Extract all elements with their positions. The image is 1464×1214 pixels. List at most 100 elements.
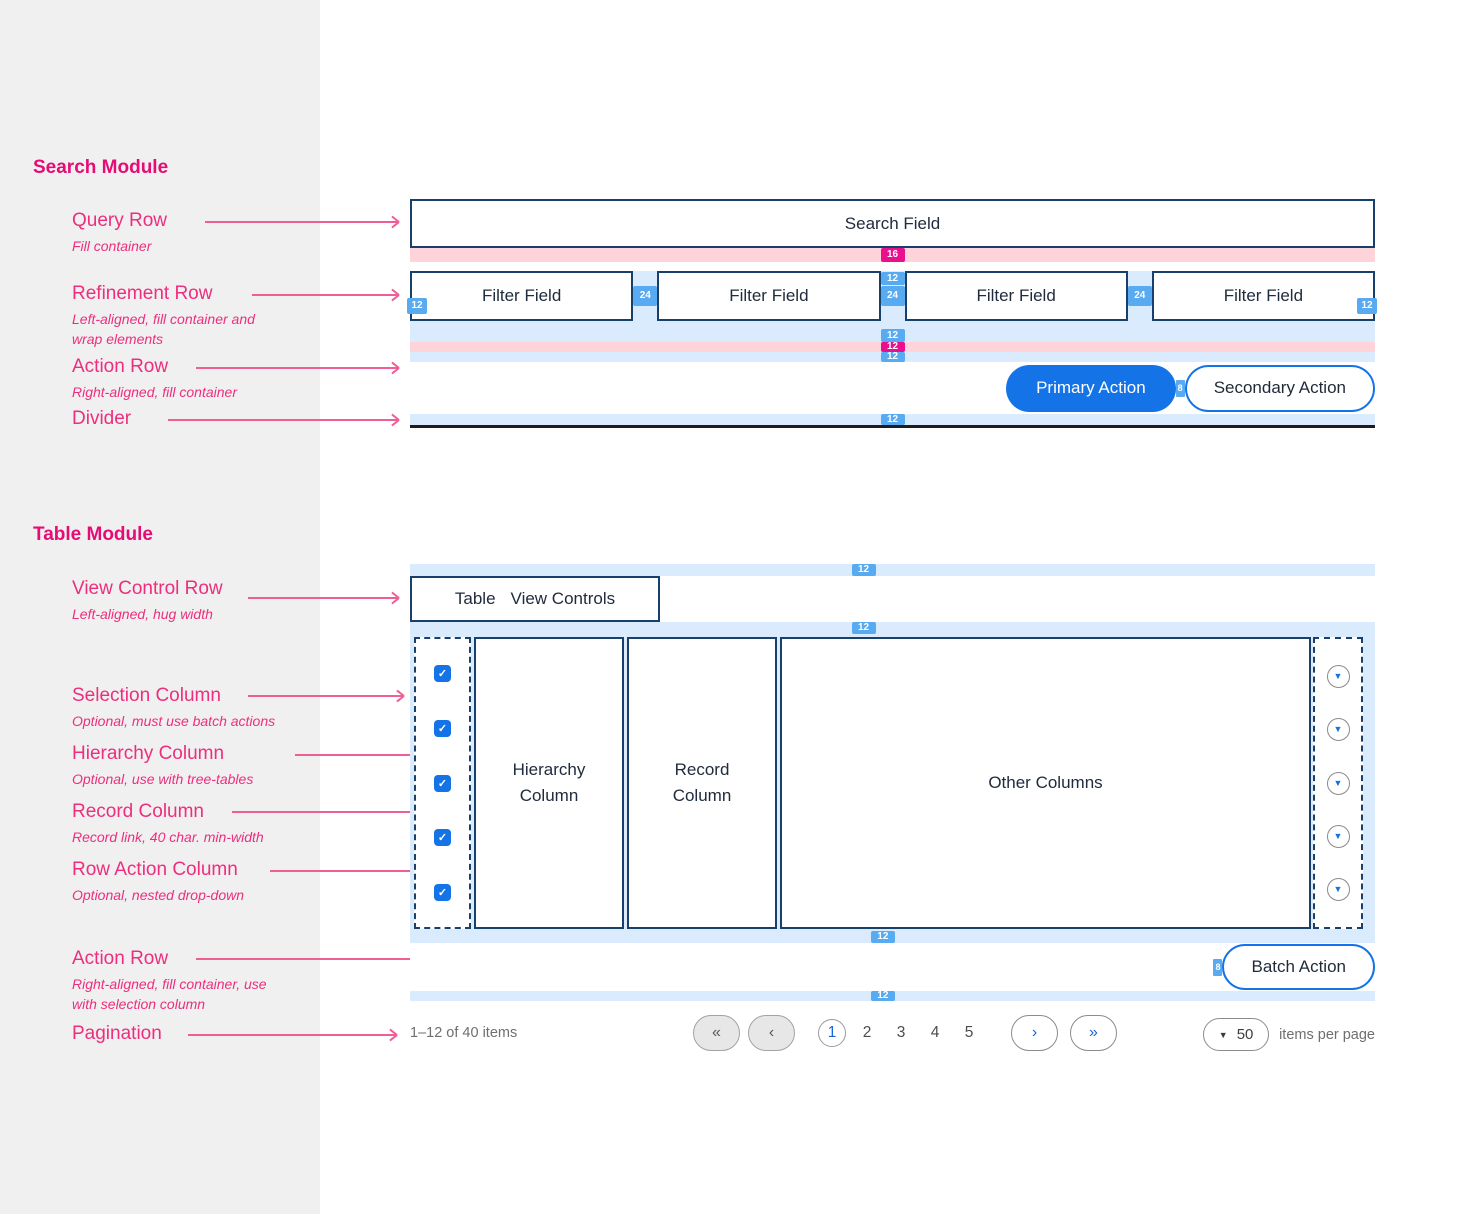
label-divider: Divider — [72, 408, 132, 429]
label-record-column: Record Column — [72, 801, 204, 822]
check-icon: ✓ — [437, 722, 448, 735]
spacing-badge-12: 12 — [870, 991, 895, 1001]
note-refinement-row: Left-aligned, fill container and wrap el… — [72, 311, 255, 348]
padding-band: 12 — [410, 931, 1375, 943]
search-module-heading: Search Module — [33, 157, 169, 178]
spacing-badge-24: 24 — [880, 286, 905, 306]
label-refinement-row: Refinement Row — [72, 283, 213, 304]
row-checkbox[interactable]: ✓ — [434, 665, 451, 682]
row-action-button[interactable]: ▼ — [1326, 771, 1350, 795]
double-chevron-left-icon: « — [712, 1024, 721, 1041]
spacing-badge-12: 12 — [880, 414, 905, 425]
label-pagination: Pagination — [72, 1023, 162, 1044]
spacing-badge-12: 12 — [880, 342, 905, 352]
annotation-arrow-action-row-search — [196, 367, 398, 369]
filter-field-2[interactable]: Filter Field — [657, 271, 881, 321]
spacing-badge-12: 12 — [407, 298, 427, 314]
note-query-row: Fill container — [72, 238, 152, 254]
filter-field-4[interactable]: Filter Field — [1151, 271, 1375, 321]
row-action-button[interactable]: ▼ — [1326, 665, 1350, 688]
selection-column: ✓ ✓ ✓ ✓ ✓ — [414, 637, 471, 929]
row-checkbox[interactable]: ✓ — [434, 884, 451, 901]
secondary-action-label: Secondary Action — [1213, 378, 1346, 397]
view-controls-box[interactable]: Table View Controls — [410, 576, 660, 622]
annotation-arrow-query-row — [205, 221, 398, 223]
padding-band: 12 — [410, 352, 1375, 362]
label-selection-column: Selection Column — [72, 685, 221, 706]
annotation-arrow-selection-column — [248, 695, 403, 697]
first-page-button[interactable]: « — [693, 1015, 740, 1051]
margin-band: 12 — [410, 342, 1375, 352]
filter-field-label: Filter Field — [976, 286, 1056, 305]
annotation-arrow-pagination — [188, 1034, 396, 1036]
prev-page-button[interactable]: ‹ — [748, 1015, 795, 1051]
gap-24: 24 — [1127, 271, 1152, 321]
spacing-badge-12: 12 — [880, 352, 905, 362]
padding-band: 12 — [410, 991, 1375, 1001]
caret-down-icon: ▼ — [1333, 671, 1343, 681]
page-button-current[interactable]: 1 — [818, 1019, 846, 1047]
filter-field-3[interactable]: Filter Field — [904, 271, 1128, 321]
check-icon: ✓ — [437, 832, 448, 845]
filter-field-label: Filter Field — [481, 286, 562, 305]
padding-band: 12 — [410, 622, 1375, 635]
spacing-badge-24: 24 — [1127, 286, 1152, 306]
secondary-action-button[interactable]: Secondary Action — [1184, 364, 1375, 412]
check-icon: ✓ — [437, 777, 448, 790]
caret-down-icon: ▼ — [1218, 1029, 1228, 1040]
search-field-label: Search Field — [844, 213, 941, 233]
table-action-row: 8 Batch Action — [410, 943, 1375, 991]
page-button[interactable]: 4 — [930, 1024, 940, 1041]
primary-action-label: Primary Action — [1036, 378, 1146, 397]
label-view-control-row: View Control Row — [72, 578, 223, 599]
caret-down-icon: ▼ — [1333, 777, 1343, 788]
spacing-badge-8: 8 — [1175, 379, 1185, 397]
row-action-button[interactable]: ▼ — [1326, 718, 1350, 742]
note-action-row-table: Right-aligned, fill container, use with … — [72, 976, 267, 1013]
table-module-heading: Table Module — [33, 524, 153, 545]
spacing-badge-12: 12 — [851, 622, 876, 634]
filter-field-1[interactable]: Filter Field — [410, 271, 634, 321]
batch-action-button[interactable]: Batch Action — [1222, 944, 1375, 990]
page-size-select[interactable]: ▼ 50 — [1203, 1018, 1270, 1051]
primary-action-button[interactable]: Primary Action — [1006, 364, 1176, 412]
margin-band: 16 — [410, 248, 1375, 262]
search-input[interactable]: Search Field — [410, 199, 1375, 248]
row-checkbox[interactable]: ✓ — [434, 829, 451, 847]
row-checkbox[interactable]: ✓ — [434, 774, 451, 792]
row-action-button[interactable]: ▼ — [1326, 878, 1350, 901]
spacing-badge-16: 16 — [880, 248, 905, 262]
row-action-column: ▼ ▼ ▼ ▼ ▼ — [1313, 637, 1363, 929]
note-view-control-row: Left-aligned, hug width — [72, 606, 213, 622]
row-action-button[interactable]: ▼ — [1326, 824, 1350, 848]
last-page-button[interactable]: » — [1070, 1015, 1117, 1051]
batch-action-label: Batch Action — [1251, 957, 1346, 976]
items-per-page-group: ▼ 50 items per page — [1203, 1018, 1375, 1051]
page-button[interactable]: 3 — [896, 1024, 906, 1041]
annotation-arrow-refinement-row — [252, 294, 398, 296]
label-action-row-search: Action Row — [72, 356, 169, 377]
refinement-row: 12 12 12 Filter Field 24 Filter Field 24… — [407, 271, 1377, 342]
caret-down-icon: ▼ — [1333, 884, 1343, 894]
row-checkbox[interactable]: ✓ — [434, 719, 451, 737]
spacing-badge-12: 12 — [1357, 298, 1377, 314]
search-module: Search Field 16 12 12 12 Filter Field 24… — [407, 199, 1377, 428]
hierarchy-column-label: Hierarchy Column — [512, 759, 586, 805]
page-button[interactable]: 2 — [862, 1024, 872, 1041]
pager-controls: « ‹ 1 2 3 4 5 › » — [693, 1015, 1117, 1051]
table-module: 12 Table View Controls 12 ✓ ✓ ✓ ✓ ✓ Hier… — [410, 564, 1375, 1054]
pagination-bar: 1–12 of 40 items « ‹ 1 2 3 4 5 › » ▼ 50 … — [410, 1014, 1375, 1054]
page-button[interactable]: 5 — [964, 1024, 974, 1041]
padding-band: 12 — [410, 564, 1375, 576]
caret-down-icon: ▼ — [1333, 724, 1343, 735]
note-hierarchy-column: Optional, use with tree-tables — [72, 771, 254, 787]
record-column: Record Column — [627, 637, 777, 929]
view-control-row: Table View Controls — [410, 576, 1375, 622]
filter-field-label: Filter Field — [729, 286, 809, 305]
next-page-button[interactable]: › — [1011, 1015, 1058, 1051]
gap-24: 24 — [880, 271, 905, 321]
filter-field-label: Filter Field — [1223, 286, 1304, 305]
items-per-page-label: items per page — [1279, 1026, 1375, 1043]
spacing-badge-12: 12 — [880, 329, 905, 342]
note-record-column: Record link, 40 char. min-width — [72, 829, 264, 845]
